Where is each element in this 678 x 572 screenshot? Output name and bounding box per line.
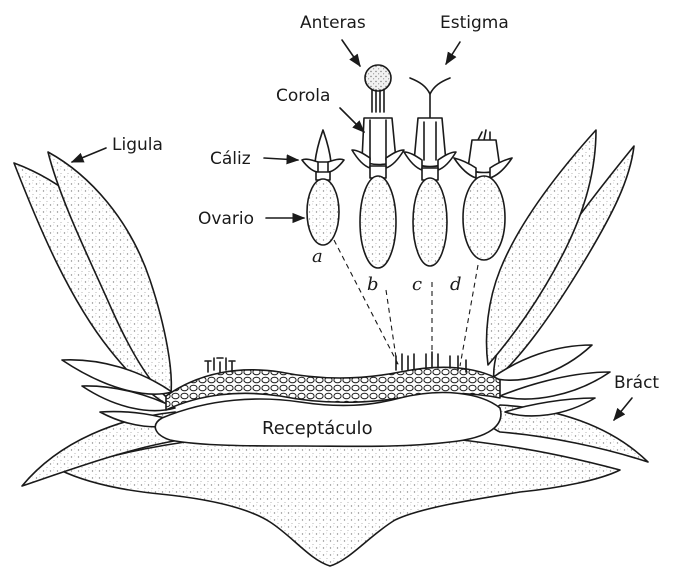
label-a: a	[312, 246, 323, 267]
label-estigma: Estigma	[440, 13, 509, 33]
arrow-caliz	[264, 158, 298, 160]
label-ligula: Ligula	[112, 135, 163, 155]
anther-pollen	[365, 65, 391, 91]
label-c: c	[412, 274, 422, 295]
arrow-ligula	[72, 148, 106, 162]
arrow-anteras	[342, 40, 360, 66]
base-body	[60, 431, 620, 566]
label-caliz: Cáliz	[210, 149, 251, 169]
floret-c	[404, 78, 456, 266]
dash-line-b	[386, 290, 397, 364]
label-d: d	[450, 274, 462, 295]
floret-a	[302, 130, 344, 245]
label-anteras: Anteras	[300, 13, 366, 33]
label-b: b	[367, 274, 379, 295]
label-ovario: Ovario	[198, 209, 254, 229]
arrow-bract	[614, 398, 632, 420]
dash-line-d	[460, 265, 478, 366]
floret-b	[352, 65, 404, 268]
floret-d	[454, 130, 512, 260]
label-bract: Bráct	[614, 373, 659, 393]
label-corola: Corola	[276, 86, 330, 106]
label-receptaculo: Receptáculo	[262, 418, 373, 439]
arrow-estigma	[446, 42, 460, 64]
arrow-corola	[340, 108, 364, 132]
stigma-shape	[410, 78, 450, 94]
